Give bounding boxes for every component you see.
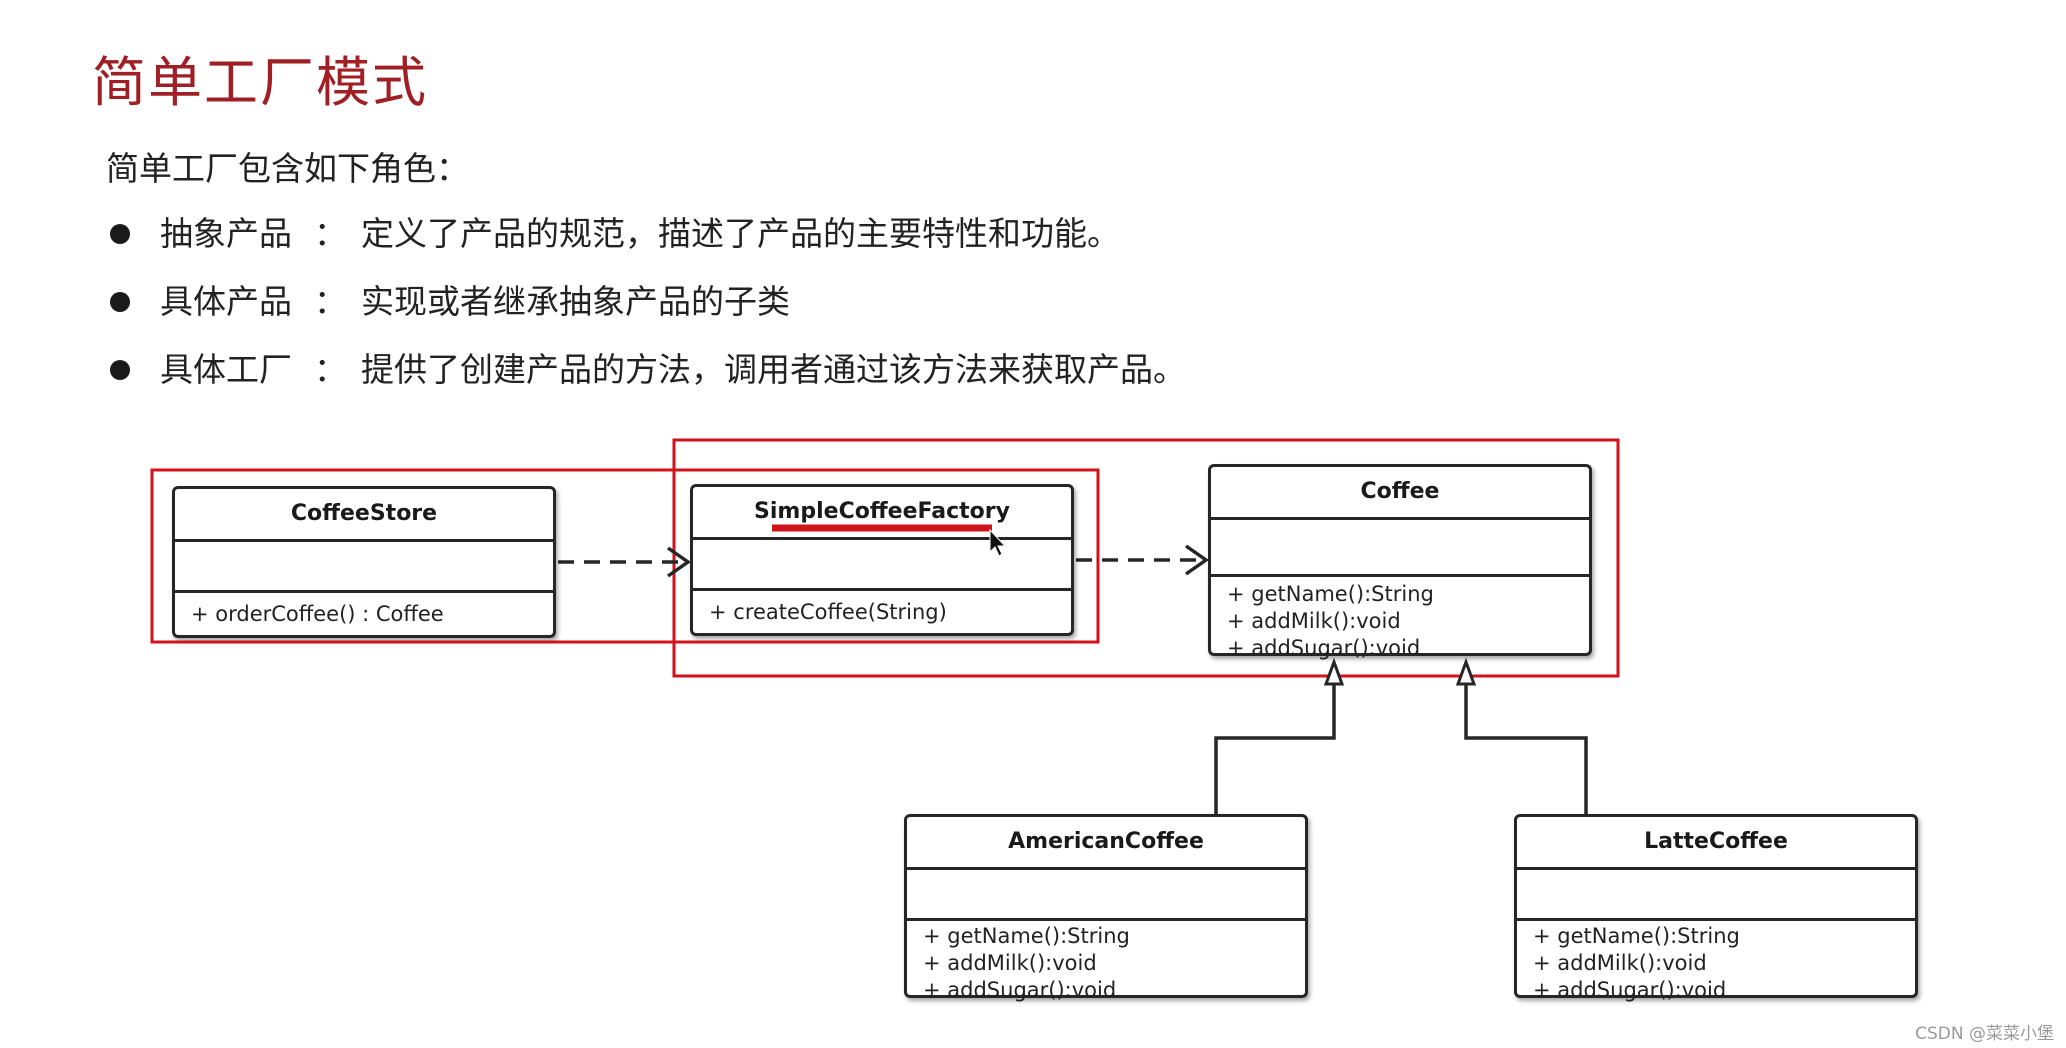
highlight-rect-store-factory xyxy=(150,468,1100,644)
list-item: 具体产品 ： 实现或者继承抽象产品的子类 xyxy=(106,278,1186,346)
class-method: + createCoffee(String) xyxy=(709,600,947,624)
class-box-latte-coffee: LatteCoffee + getName():String + addMilk… xyxy=(1514,814,1918,1002)
class-name: LatteCoffee xyxy=(1517,817,1915,870)
class-name: CoffeeStore xyxy=(175,489,553,542)
role-description: 提供了创建产品的方法，调用者通过该方法来获取产品。 xyxy=(361,350,1186,389)
intro-text: 简单工厂包含如下角色： xyxy=(106,149,469,188)
bullet-icon xyxy=(110,224,130,244)
mouse-cursor-icon xyxy=(989,528,1007,557)
role-description: 定义了产品的规范，描述了产品的主要特性和功能。 xyxy=(361,214,1120,253)
class-methods: + createCoffee(String) xyxy=(693,591,1071,626)
class-method: + orderCoffee() : Coffee xyxy=(191,602,444,626)
page-title: 简单工厂模式 xyxy=(92,51,428,114)
class-box-simple-coffee-factory: SimpleCoffeeFactory + createCoffee(Strin… xyxy=(690,484,1074,636)
class-method: + getName():String xyxy=(1533,924,1740,948)
bullet-icon xyxy=(110,292,130,312)
class-method: + addMilk():void xyxy=(923,951,1097,975)
bullet-icon xyxy=(110,360,130,380)
role-separator: ： xyxy=(314,214,347,253)
class-methods: + getName():String + addMilk():void + ad… xyxy=(1211,577,1589,662)
class-methods: + getName():String + addMilk():void + ad… xyxy=(1517,921,1915,1004)
role-separator: ： xyxy=(314,282,347,321)
class-method: + getName():String xyxy=(923,924,1130,948)
class-name: SimpleCoffeeFactory xyxy=(693,487,1071,540)
watermark: CSDN @菜菜小堡 xyxy=(1915,1024,2054,1044)
generalization-line-american xyxy=(1214,684,1336,814)
list-item: 抽象产品 ： 定义了产品的规范，描述了产品的主要特性和功能。 xyxy=(106,210,1186,278)
class-method: + addSugar():void xyxy=(1533,978,1727,1002)
class-method: + addMilk():void xyxy=(1533,951,1707,975)
class-box-coffee: Coffee + getName():String + addMilk():vo… xyxy=(1208,464,1592,660)
role-separator: ： xyxy=(314,350,347,389)
class-method: + addSugar():void xyxy=(1227,636,1421,660)
class-box-american-coffee: AmericanCoffee + getName():String + addM… xyxy=(904,814,1308,1002)
class-attributes xyxy=(1211,520,1589,577)
role-term: 具体工厂 xyxy=(160,350,292,389)
class-attributes xyxy=(907,870,1305,921)
class-method: + addMilk():void xyxy=(1227,609,1401,633)
class-method: + addSugar():void xyxy=(923,978,1117,1002)
generalization-line-latte xyxy=(1464,684,1588,814)
class-attributes xyxy=(1517,870,1915,921)
arrowhead-icon xyxy=(1184,544,1210,576)
class-attributes xyxy=(693,540,1071,591)
inheritance-triangle-icon xyxy=(1455,657,1477,686)
role-term: 具体产品 xyxy=(160,282,292,321)
class-attributes xyxy=(175,542,553,593)
class-methods: + getName():String + addMilk():void + ad… xyxy=(907,921,1305,1004)
class-name: Coffee xyxy=(1211,467,1589,520)
arrowhead-icon xyxy=(666,546,692,578)
role-term: 抽象产品 xyxy=(160,214,292,253)
class-box-coffee-store: CoffeeStore + orderCoffee() : Coffee xyxy=(172,486,556,638)
inheritance-triangle-icon xyxy=(1323,657,1345,686)
list-item: 具体工厂 ： 提供了创建产品的方法，调用者通过该方法来获取产品。 xyxy=(106,346,1186,414)
highlight-rect-factory-coffee xyxy=(672,438,1620,678)
class-name: AmericanCoffee xyxy=(907,817,1305,870)
role-list: 抽象产品 ： 定义了产品的规范，描述了产品的主要特性和功能。 具体产品 ： 实现或者继承… xyxy=(106,210,1186,414)
class-method: + getName():String xyxy=(1227,582,1434,606)
class-methods: + orderCoffee() : Coffee xyxy=(175,593,553,628)
role-description: 实现或者继承抽象产品的子类 xyxy=(361,282,790,321)
